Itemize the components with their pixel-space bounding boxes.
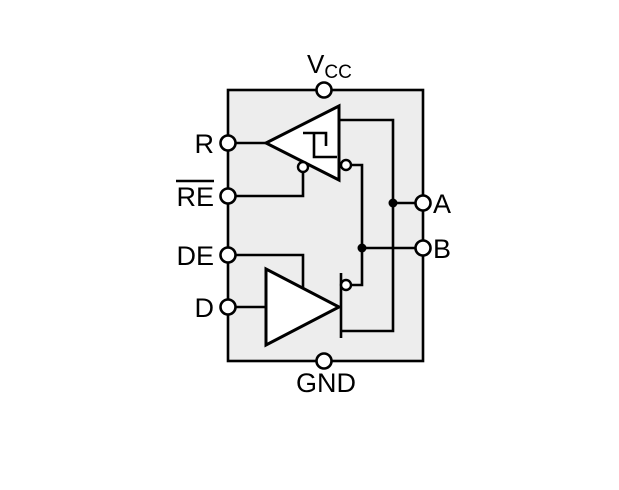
receiver-inverting-input-bubble [339,158,353,172]
pin-gnd [315,352,333,370]
pin-r [219,134,237,152]
label-re: RE [176,182,214,212]
label-vcc-subscript: CC [324,62,351,83]
label-r: R [195,129,215,159]
driver-gate [264,266,343,348]
label-vcc-main: V [307,49,325,79]
pin-de [219,246,237,264]
label-vcc: VCC [307,49,352,83]
label-a: A [433,189,451,219]
wire-re-to-enable-bubble [228,172,305,198]
wire-a-net [339,118,395,333]
junction-dot-b [357,243,367,253]
pin-vcc [315,81,333,99]
wire-b-net [351,163,364,287]
label-de: DE [176,241,214,271]
label-b: B [433,234,451,264]
driver-inverting-output-bubble [339,278,353,292]
pin-re [219,187,237,205]
label-gnd: GND [296,368,356,398]
pin-d [219,298,237,316]
junction-dot-a [388,198,398,208]
label-d: D [195,293,215,323]
receiver-enable-bubble [296,160,310,174]
wire-de-to-driver-enable [228,253,305,288]
pin-a [414,194,432,212]
hysteresis-icon [303,131,337,159]
pin-b [414,239,432,257]
